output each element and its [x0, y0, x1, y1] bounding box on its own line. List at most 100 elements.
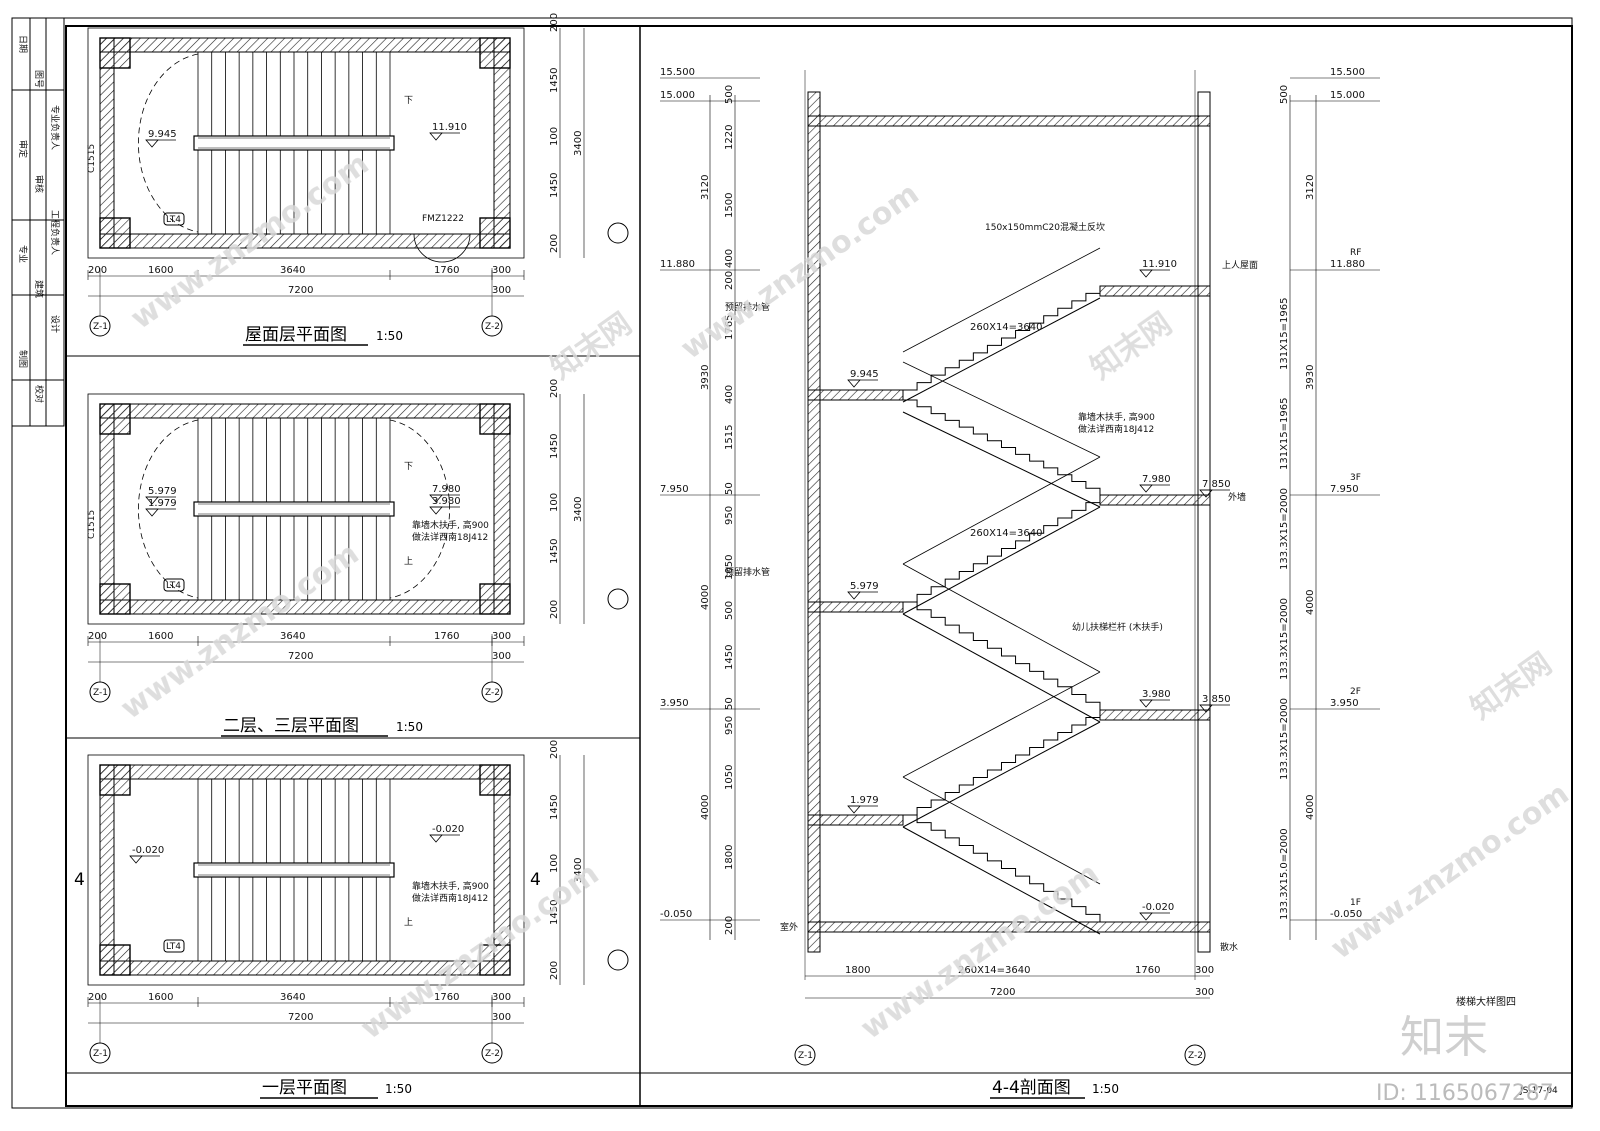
level-label-right: 7.950: [1330, 484, 1359, 495]
column: [479, 37, 511, 69]
floor-slab: [807, 921, 1211, 933]
elevation-label: 11.910: [432, 122, 467, 133]
stair-tag: LT4: [166, 581, 181, 591]
grid-axis-label: Z-2: [485, 322, 500, 332]
wall-left: [99, 403, 115, 615]
elevation-triangle: [129, 855, 143, 864]
title-mid-plan: 二层、三层平面图: [223, 716, 359, 736]
floor-slab: [1099, 285, 1211, 297]
outline-frame: [87, 27, 525, 259]
roof-slab: [807, 115, 1211, 127]
section-note: 上人屋面: [1222, 260, 1258, 271]
grid-axis-label: Z-1: [798, 1051, 813, 1061]
stair-flight: [903, 285, 1101, 391]
elevation-label: 9.945: [148, 129, 177, 140]
level-label-right: -0.050: [1330, 909, 1362, 920]
level-label-left: 15.500: [660, 67, 695, 78]
grid-axis-label: Z-2: [485, 1049, 500, 1059]
title-block-cell: 专业: [17, 245, 29, 263]
grid-axis-label: Z-1: [93, 688, 108, 698]
elevation-triangle: [145, 496, 159, 505]
elevation-label: -0.020: [432, 824, 464, 835]
door-swing: [413, 233, 471, 263]
section-note: 外墙: [1228, 491, 1246, 503]
elevation-label: 3.850: [1202, 694, 1231, 705]
section-note: 预留排水管: [725, 301, 770, 313]
dimension-vertical: 133.3X15=2000: [1279, 488, 1290, 570]
scale-mid-plan: 1:50: [396, 720, 423, 734]
floor-slab: [807, 389, 904, 401]
handrail: [902, 671, 1101, 778]
level-label-right: 3.950: [1330, 698, 1359, 709]
dimension-vertical: 200: [724, 271, 735, 290]
dimension-vertical: 4000: [1305, 795, 1316, 820]
section-note: 靠墙木扶手, 高900: [1078, 411, 1155, 423]
grid-axis-label: Z-2: [485, 688, 500, 698]
section-note: 做法详西南18J412: [1078, 423, 1154, 435]
dimension-vertical: 100: [549, 127, 560, 146]
dimension-horizontal: 200: [88, 992, 107, 1003]
dimension-total-vertical: 3400: [573, 131, 584, 156]
dimension-vertical: 4000: [700, 795, 711, 820]
outline-frame: [87, 393, 525, 625]
dimension-vertical: 1515: [724, 425, 735, 450]
dimension-vertical: 200: [549, 234, 560, 253]
wall-left: [99, 764, 115, 976]
dimension-vertical: 1765: [724, 315, 735, 340]
elevation-triangle: [1139, 699, 1153, 708]
elevation-label: 11.910: [1142, 259, 1177, 270]
dimension-vertical: 131X15=1965: [1279, 298, 1290, 371]
floor-label: 3F: [1350, 473, 1361, 483]
dimension-vertical: 4000: [700, 585, 711, 610]
wall-left: [99, 37, 115, 249]
sheet-caption: 楼梯大样图四: [1456, 995, 1516, 1008]
section-note: 150x150mmC20混凝土反坎: [985, 221, 1105, 233]
section-cut-mark: 4: [74, 870, 85, 890]
flight-soffit: [902, 826, 1101, 935]
level-label-left: 3.950: [660, 698, 689, 709]
column: [479, 764, 511, 796]
grid-axis-label: Z-2: [1188, 1051, 1203, 1061]
sheet-code: JS-17-04: [1519, 1086, 1558, 1096]
stair-well-handrail: [193, 862, 395, 878]
title-block-cell: 制图: [17, 350, 29, 368]
dimension-vertical: 4000: [1305, 590, 1316, 615]
detail-callout: [607, 222, 629, 244]
watermark-site-cn: 知末网: [1085, 306, 1179, 386]
scale-section: 1:50: [1092, 1082, 1119, 1096]
floor-slab: [807, 814, 904, 826]
elevation-label: 9.945: [850, 369, 879, 380]
dimension-horizontal: 200: [88, 631, 107, 642]
flight-dimension: 260X14=3640: [970, 322, 1043, 333]
column: [99, 944, 131, 976]
stair-flight: [903, 399, 1101, 496]
flight-soffit: [902, 721, 1101, 828]
section-note: 室外: [780, 921, 798, 933]
level-label-left: 11.880: [660, 259, 695, 270]
floor-slab: [1099, 494, 1211, 506]
handrail-note: 靠墙木扶手, 高900: [412, 519, 489, 531]
elevation-triangle: [145, 139, 159, 148]
handrail: [902, 456, 1101, 565]
column: [99, 583, 131, 615]
elevation-label: 5.979: [148, 486, 177, 497]
dimension-vertical: 200: [549, 961, 560, 980]
dimension-vertical: 1800: [724, 845, 735, 870]
section-note: 幼儿扶梯栏杆 (木扶手): [1072, 621, 1163, 633]
elevation-label: 5.979: [850, 581, 879, 592]
grid-axis-label: Z-1: [93, 1049, 108, 1059]
watermark-site-cn: 知末网: [1465, 646, 1559, 726]
floor-label: 2F: [1350, 687, 1361, 697]
elevation-label: 1.979: [148, 498, 177, 509]
handrail: [902, 361, 1101, 458]
dimension-vertical: 131X15=1965: [1279, 398, 1290, 471]
level-label-right: 15.500: [1330, 67, 1365, 78]
dimension-vertical: 1450: [549, 434, 560, 459]
wall-top: [99, 403, 511, 419]
title-roof-plan: 屋面层平面图: [245, 325, 347, 345]
stair-down-label: 下: [404, 96, 413, 106]
dimension-horizontal: 300: [492, 1012, 511, 1023]
elevation-triangle: [1139, 484, 1153, 493]
floor-label: RF: [1350, 248, 1361, 258]
